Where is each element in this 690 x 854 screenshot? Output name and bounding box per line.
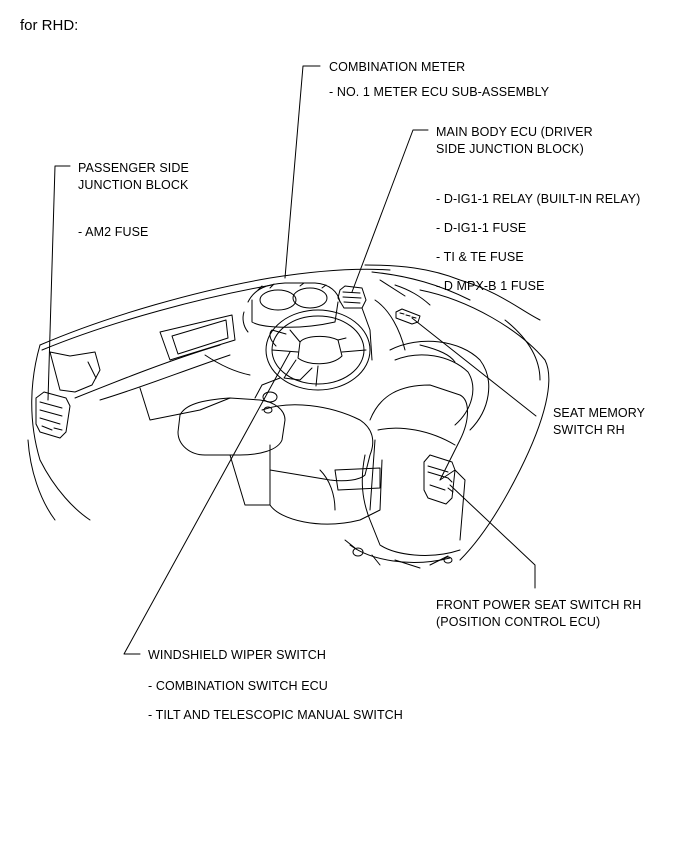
leader-lines: [47, 65, 537, 655]
leader-combination-meter: [284, 65, 321, 279]
combination-meter-item: - NO. 1 METER ECU SUB-ASSEMBLY: [329, 85, 550, 99]
seat-memory-switch-part: [395, 308, 421, 325]
main-body-ecu-item: - D-IG1-1 FUSE: [436, 221, 527, 235]
seat-memory-switch-label-line2: SWITCH RH: [553, 423, 625, 437]
leader-seat-memory-switch: [411, 317, 537, 417]
passenger-side-junction-block-part: [27, 391, 71, 521]
main-body-ecu-item: - TI & TE FUSE: [436, 250, 524, 264]
combination-meter-housing: [242, 282, 341, 333]
leader-front-power-seat-switch: [449, 484, 536, 589]
leader-windshield-wiper-switch: [123, 351, 291, 655]
windshield-wiper-switch-item: - TILT AND TELESCOPIC MANUAL SWITCH: [148, 708, 403, 722]
passenger-side-jb-label-line2: JUNCTION BLOCK: [78, 178, 189, 192]
main-body-ecu-item: - D MPX-B 1 FUSE: [436, 279, 545, 293]
seat-memory-switch-label: SEAT MEMORY: [553, 406, 646, 420]
driver-side-junction-block: [337, 285, 406, 361]
steering-wheel: [265, 309, 371, 391]
passenger-side-jb-label: PASSENGER SIDE: [78, 161, 189, 175]
windshield-wiper-switch-item: - COMBINATION SWITCH ECU: [148, 679, 328, 693]
combination-meter-label: COMBINATION METER: [329, 60, 466, 74]
windshield-wiper-switch-label: WINDSHIELD WIPER SWITCH: [148, 648, 326, 662]
front-power-seat-switch-label: FRONT POWER SEAT SWITCH RH: [436, 598, 642, 612]
leader-main-body-ecu: [351, 129, 429, 293]
position-control-ecu-part: [423, 454, 456, 505]
center-console: [177, 377, 383, 525]
diagram-heading: for RHD:: [20, 17, 79, 34]
passenger-side-jb-item: - AM2 FUSE: [78, 225, 149, 239]
dashboard-outline: [31, 264, 541, 521]
leader-passenger-side-jb: [47, 165, 71, 401]
main-body-ecu-item: - D-IG1-1 RELAY (BUILT-IN RELAY): [436, 192, 641, 206]
door-trim: [419, 289, 550, 561]
main-body-ecu-label: MAIN BODY ECU (DRIVER: [436, 125, 593, 139]
main-body-ecu-label-line2: SIDE JUNCTION BLOCK): [436, 142, 584, 156]
front-power-seat-switch-label-line2: (POSITION CONTROL ECU): [436, 615, 601, 629]
driver-seat: [344, 340, 490, 569]
